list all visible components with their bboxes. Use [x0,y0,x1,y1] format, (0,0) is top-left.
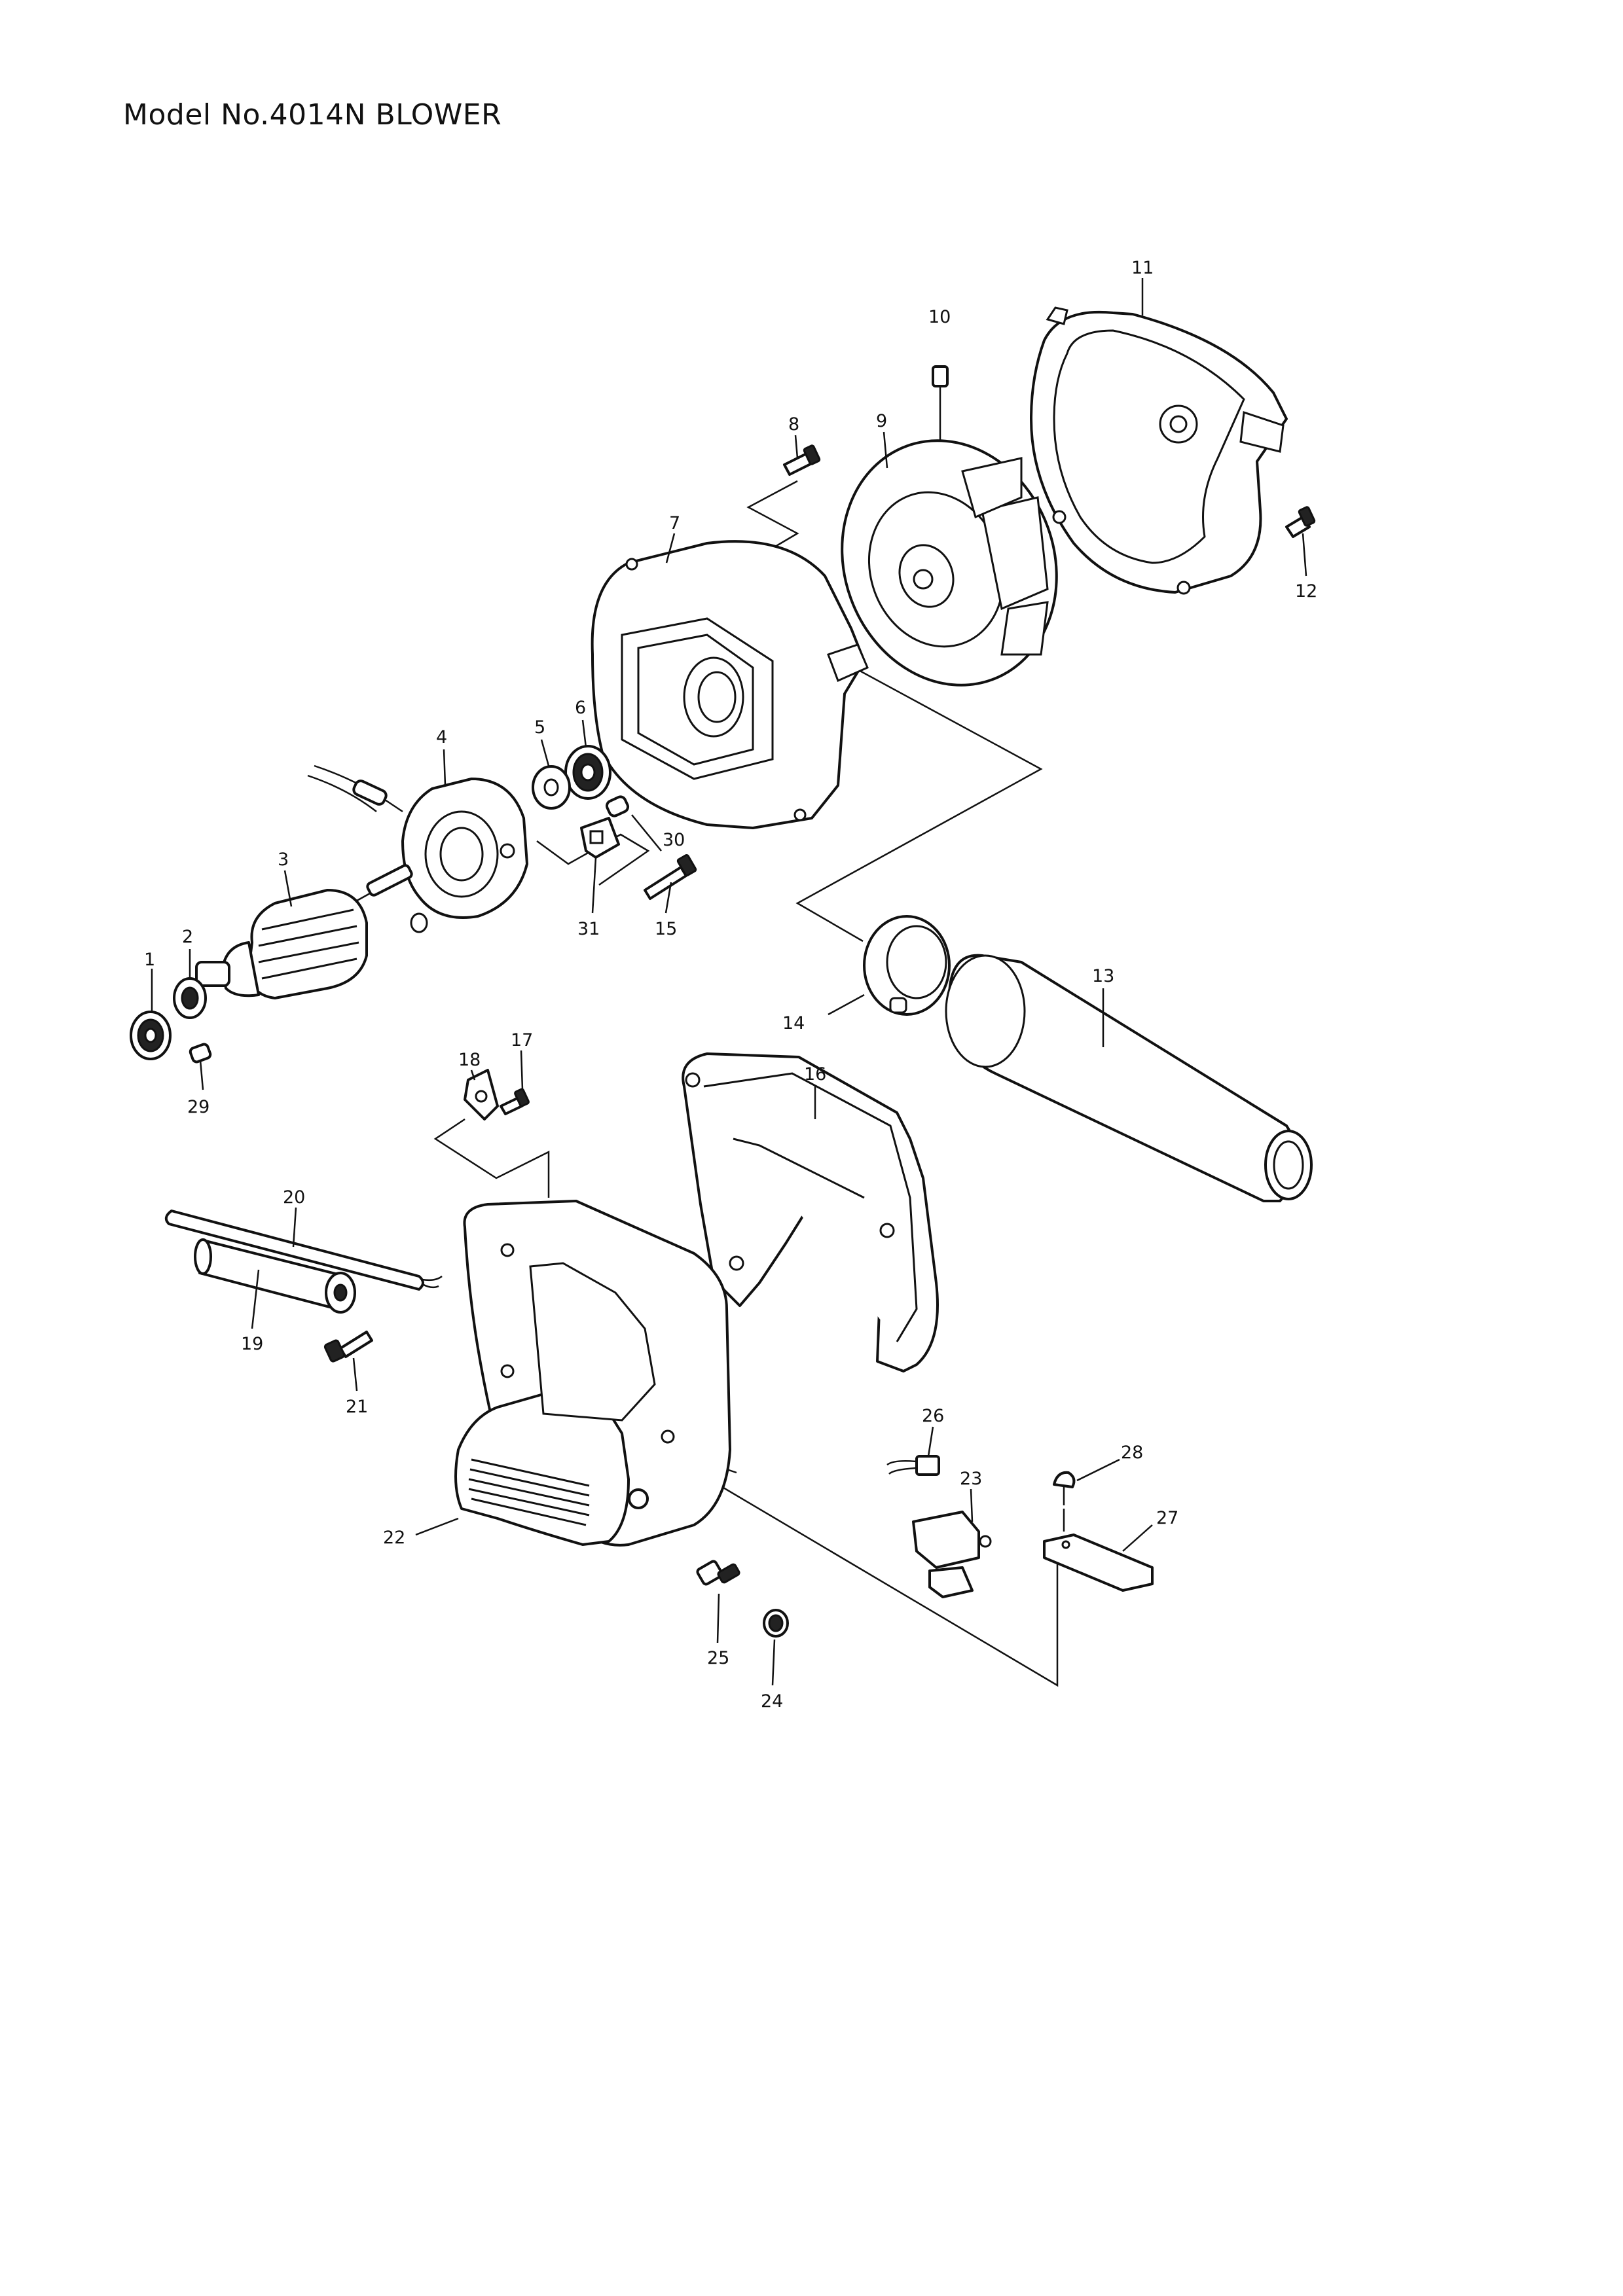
part-label-31: 31 [577,919,600,939]
part-14-ring [863,915,951,1016]
part-label-3: 3 [278,850,289,870]
part-29-pin [189,1043,212,1064]
part-label-14: 14 [782,1013,805,1033]
part-label-11: 11 [1131,258,1154,278]
part-27-plate [1043,1534,1154,1592]
part-17-screw [500,1088,530,1115]
part-label-30: 30 [663,830,685,850]
part-label-1: 1 [144,950,155,970]
part-label-29: 29 [187,1097,210,1117]
part-21-screw [323,1331,373,1363]
part-label-20: 20 [283,1187,305,1208]
part-leaders [151,278,1307,1686]
part-label-21: 21 [346,1397,368,1417]
part-label-2: 2 [182,927,193,947]
part-15-screw [644,853,697,900]
part-label-26: 26 [922,1406,944,1426]
part-label-17: 17 [511,1030,533,1050]
part-label-6: 6 [575,698,586,718]
part-28-rivet [1053,1471,1076,1532]
part-10-screw [932,365,949,452]
part-label-8: 8 [788,414,799,435]
part-24-brush-cap [763,1609,789,1638]
part-20-cord-tube [164,1210,443,1291]
part-label-4: 4 [436,727,447,747]
part-4-field-stator [307,764,528,933]
part-label-16: 16 [804,1064,826,1085]
part-label-13: 13 [1092,966,1114,986]
part-label-19: 19 [241,1334,263,1354]
part-7-motor-housing [591,540,869,829]
part-6-ball-bearing [564,745,611,800]
part-5-washer [532,765,571,810]
part-22-main-housing [454,1200,731,1547]
part-label-28: 28 [1121,1443,1143,1463]
part-19-pipe [194,1238,356,1314]
part-16-handle-cover [682,1052,939,1372]
part-30-sleeve [605,795,630,817]
part-label-12: 12 [1295,581,1317,601]
part-label-24: 24 [761,1691,783,1712]
part-label-5: 5 [534,717,545,738]
page-title: Model No.4014N BLOWER [123,98,502,132]
part-12-screw [1285,506,1316,538]
part-11-fan-cover [1030,306,1288,595]
part-label-10: 10 [928,307,951,327]
part-label-15: 15 [655,919,677,939]
part-9-fan [841,439,1058,687]
part-label-22: 22 [383,1528,405,1548]
part-25-carbon-brush [696,1560,740,1586]
part-label-18: 18 [458,1050,481,1070]
part-label-27: 27 [1156,1508,1178,1528]
part-23-switch [912,1511,992,1598]
part-label-9: 9 [876,411,887,431]
part-label-25: 25 [707,1648,729,1668]
part-2-insulation-washer [173,977,207,1019]
part-26-connector [886,1455,940,1476]
part-1-ball-bearing [130,1011,172,1060]
part-label-23: 23 [960,1469,982,1489]
part-13-nozzle [945,954,1313,1202]
part-number-labels: 1 2 3 4 5 6 7 8 9 10 11 12 13 14 15 16 1… [144,258,1317,1712]
part-31-brush-holder [580,817,620,859]
part-8-screw [783,444,821,476]
part-18-switch-holder [464,1069,499,1121]
part-3-armature [195,864,413,999]
part-label-7: 7 [669,513,680,533]
